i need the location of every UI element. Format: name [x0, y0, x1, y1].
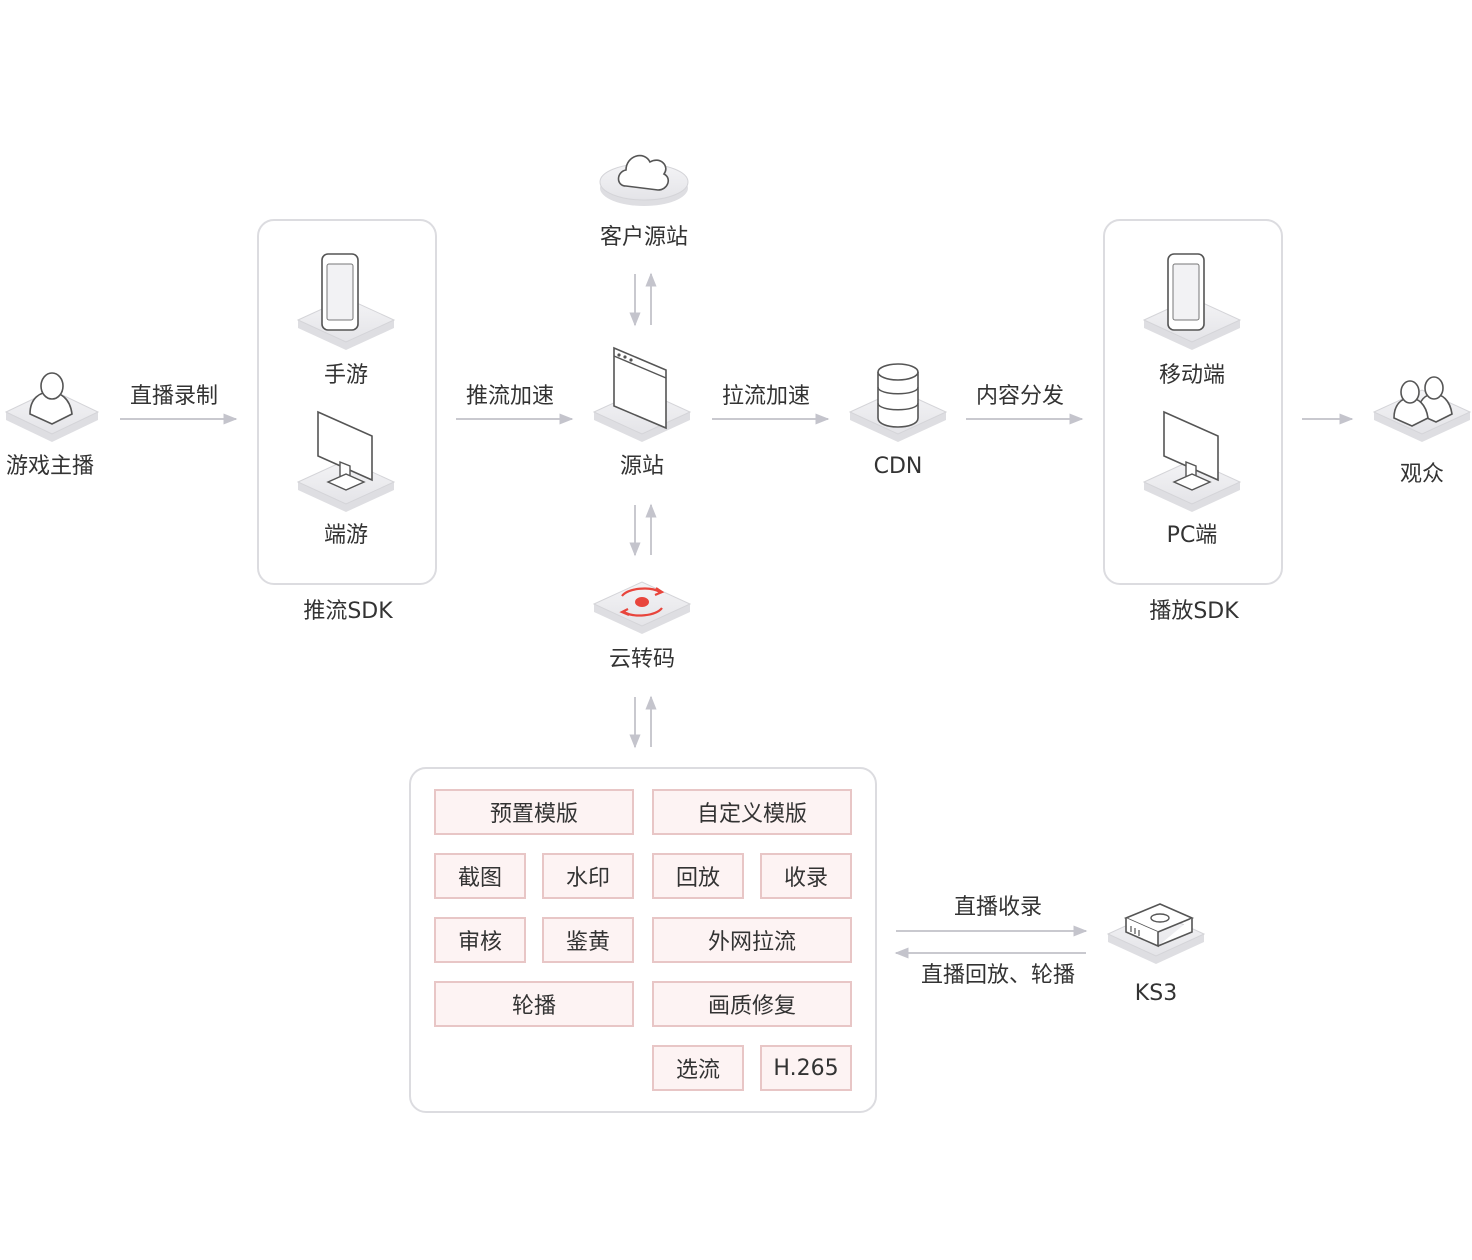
edge-pull-accel-label: 拉流加速 — [721, 384, 811, 409]
feature-preset-template: 预置模版 — [434, 789, 634, 835]
users-icon — [1372, 376, 1472, 442]
feature-archive: 收录 — [760, 853, 852, 899]
cloud-icon — [599, 154, 689, 206]
feature-h265: H.265 — [760, 1045, 852, 1091]
feature-stream-select: 选流 — [652, 1045, 744, 1091]
feature-quality-repair: 画质修复 — [652, 981, 852, 1027]
edge-push-accel-label: 推流加速 — [465, 384, 555, 409]
database-icon — [848, 363, 948, 442]
node-origin-label: 源站 — [619, 454, 665, 479]
feature-external-pull: 外网拉流 — [652, 917, 852, 963]
node-pc-client-label: PC端 — [1166, 523, 1218, 548]
monitor-icon — [1142, 410, 1242, 512]
edge-replay-carousel-label: 直播回放、轮播 — [920, 963, 1076, 988]
play-sdk-label: 播放SDK — [1149, 599, 1239, 624]
edge-live-record-label: 直播录制 — [129, 384, 219, 409]
phone-icon — [1142, 253, 1242, 350]
edge-live-archive-label: 直播收录 — [953, 895, 1043, 920]
node-pc-game-label: 端游 — [323, 523, 369, 548]
node-mobile-client-label: 移动端 — [1158, 363, 1226, 388]
feature-porn-detection: 鉴黄 — [542, 917, 634, 963]
feature-screenshot: 截图 — [434, 853, 526, 899]
feature-replay: 回放 — [652, 853, 744, 899]
edge-content-dist-label: 内容分发 — [975, 384, 1065, 409]
feature-watermark: 水印 — [542, 853, 634, 899]
storage-box-icon — [1106, 903, 1206, 964]
node-cdn-label: CDN — [873, 454, 923, 479]
transcode-icon — [592, 581, 692, 634]
node-cloud-transcode-label: 云转码 — [608, 647, 676, 672]
node-customer-origin-label: 客户源站 — [599, 225, 689, 250]
monitor-icon — [296, 410, 396, 512]
browser-window-icon — [592, 346, 692, 442]
node-audience-label: 观众 — [1399, 462, 1445, 487]
feature-custom-template: 自定义模版 — [652, 789, 852, 835]
node-ks3-label: KS3 — [1134, 981, 1178, 1006]
push-sdk-panel — [257, 219, 437, 585]
phone-icon — [296, 253, 396, 350]
feature-carousel: 轮播 — [434, 981, 634, 1027]
node-mobile-game-label: 手游 — [323, 363, 369, 388]
play-sdk-panel — [1103, 219, 1283, 585]
transcode-features-panel — [409, 767, 877, 1113]
user-icon — [4, 372, 100, 442]
node-anchor-label: 游戏主播 — [5, 454, 95, 479]
push-sdk-label: 推流SDK — [303, 599, 393, 624]
feature-review: 审核 — [434, 917, 526, 963]
